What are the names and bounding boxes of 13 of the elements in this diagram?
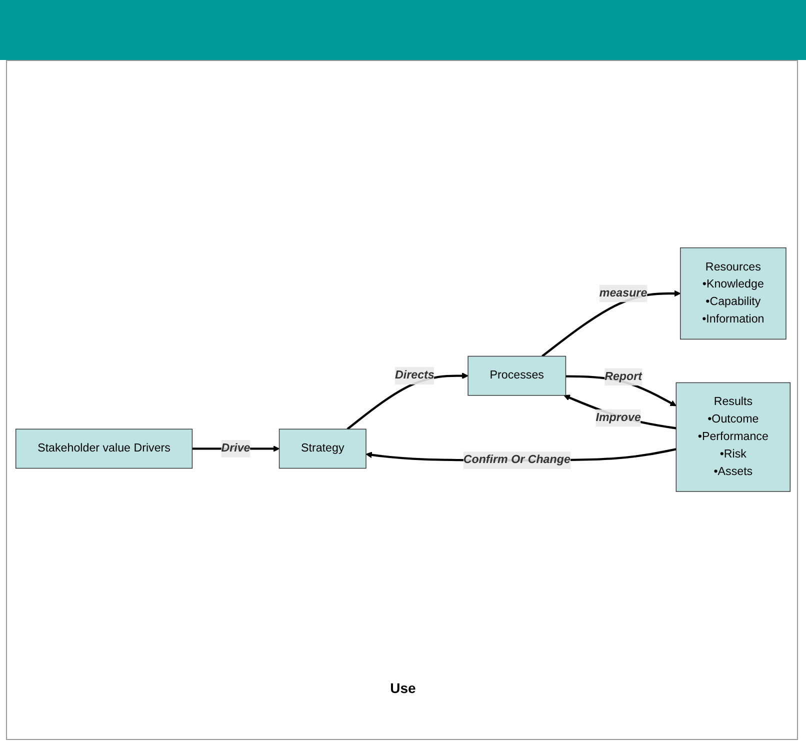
- node-box: Strategy: [278, 429, 366, 469]
- edge-label: Report: [604, 370, 642, 384]
- edge-label: Directs: [395, 370, 434, 382]
- edge-label: Improve: [596, 412, 641, 424]
- node-box: Stakeholder value Drivers: [15, 429, 193, 469]
- node-box: Processes: [468, 356, 566, 396]
- node-box: Results •Outcome •Performance •Risk •Assets: [676, 382, 791, 492]
- arrow: [564, 395, 676, 430]
- edge-label: Confirm Or Change: [463, 454, 570, 466]
- edge-label: measure: [599, 287, 648, 300]
- node-box: Resources •Knowledge •Capability •Information: [680, 248, 786, 340]
- edge-label: Drive: [221, 442, 250, 455]
- note-text: Use: [390, 680, 416, 696]
